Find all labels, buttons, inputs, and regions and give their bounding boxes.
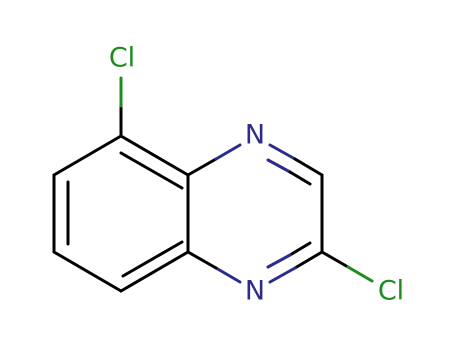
atom-labels: Cl N N Cl [109, 43, 404, 307]
bond-n-top-c3-c [293, 157, 324, 177]
atom-label-n-bottom: N [245, 276, 265, 307]
bond-c4a-n-top-c [186, 157, 218, 177]
bond-n-top-c3-inner-n [266, 158, 292, 174]
bond-c5-c5-inner [119, 151, 184, 190]
bond-c8-c8a-inner [121, 240, 184, 278]
bond-c2-n-bottom-c [293, 250, 324, 270]
bond-c2-n-bottom-inner-c [288, 241, 312, 257]
benzene-ring [52, 134, 190, 293]
bond-c2-n-bottom-inner-n [266, 253, 292, 269]
bond-n-top-c3-n [268, 143, 297, 161]
bond-n-bottom-c8a-c [186, 250, 218, 270]
atom-label-cl-right: Cl [378, 276, 404, 307]
bond-c7-c8 [52, 250, 123, 293]
bond-c2-cl-c [320, 250, 350, 269]
bond-c8-c8a [119, 250, 190, 293]
bond-c2-n-bottom-n [268, 266, 297, 284]
pyrazine-ring [186, 143, 324, 284]
substituents [119, 76, 374, 283]
bond-c4a-c5 [119, 134, 190, 177]
bond-c4a-n-top-n [214, 143, 242, 161]
bond-c2-cl-cl [346, 265, 374, 283]
atom-label-n-top: N [245, 120, 265, 151]
bond-c5-c6 [52, 134, 123, 177]
atom-label-cl-top: Cl [109, 43, 135, 74]
bond-n-bottom-c8a-n [214, 266, 242, 284]
bond-n-top-c3-inner-c [288, 170, 312, 186]
